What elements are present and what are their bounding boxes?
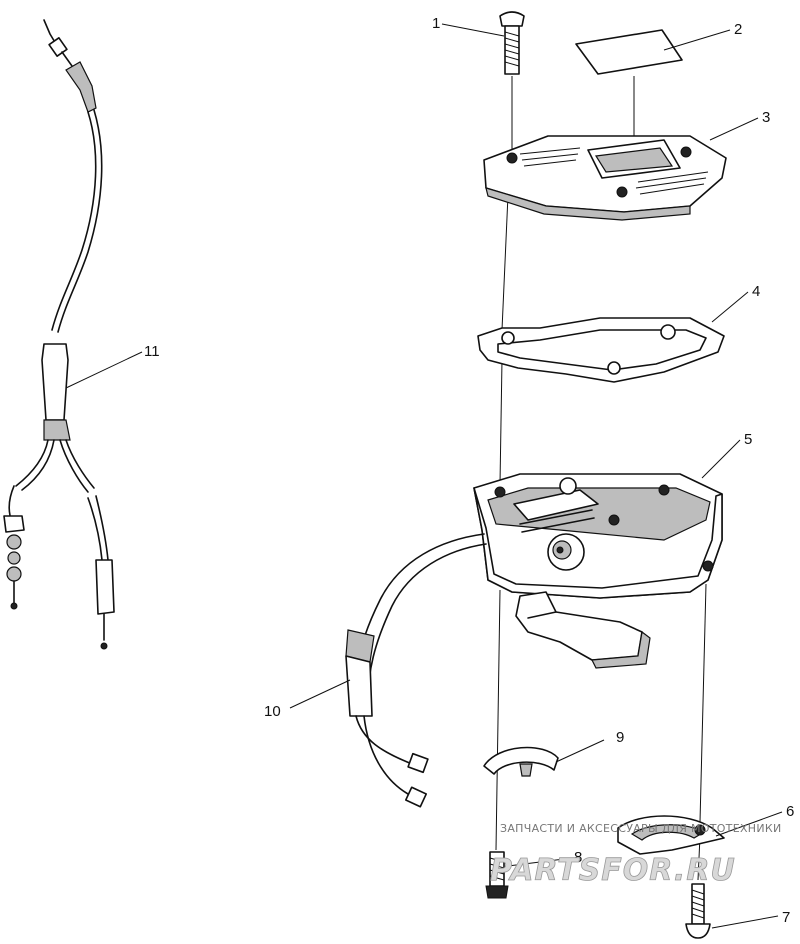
watermark-site: PARTSFOR.RU [490,853,736,888]
alignment-line [501,194,509,331]
alignment-line [499,359,503,485]
clamp-part-6 [617,815,725,855]
clip-part-9 [483,746,559,777]
callout-7: 7 [782,909,790,926]
watermark-tagline: ЗАПЧАСТИ И АКСЕССУАРЫ ДЛЯ МОТОТЕХНИКИ [500,822,782,835]
throttle-cable-part-11 [3,19,115,650]
screw-part-7 [685,883,711,939]
callout-8: 8 [574,849,582,866]
callout-4: 4 [752,283,760,300]
watermark: ЗАПЧАСТИ И АКСЕССУАРЫ ДЛЯ МОТОТЕХНИКИ PA… [490,822,782,888]
callout-10: 10 [264,703,281,720]
leader-lines [65,23,783,929]
callout-1: 1 [432,15,440,32]
alignment-line [495,589,501,851]
alignment-line [699,583,707,823]
gasket-part-4 [477,317,725,383]
callout-9: 9 [616,729,624,746]
screw-part-1 [499,11,525,75]
housing-part-5 [473,473,723,669]
screw-part-8 [485,851,509,899]
callout-6: 6 [786,803,794,820]
cover-part-3 [483,135,727,221]
callout-labels: 1 2 3 4 5 6 7 8 9 10 11 [144,15,794,926]
callout-2: 2 [734,21,742,38]
callout-3: 3 [762,109,770,126]
decal-part-2 [575,29,683,150]
callout-11: 11 [144,343,160,360]
wire-harness-part-10 [345,533,487,808]
callout-5: 5 [744,431,752,448]
